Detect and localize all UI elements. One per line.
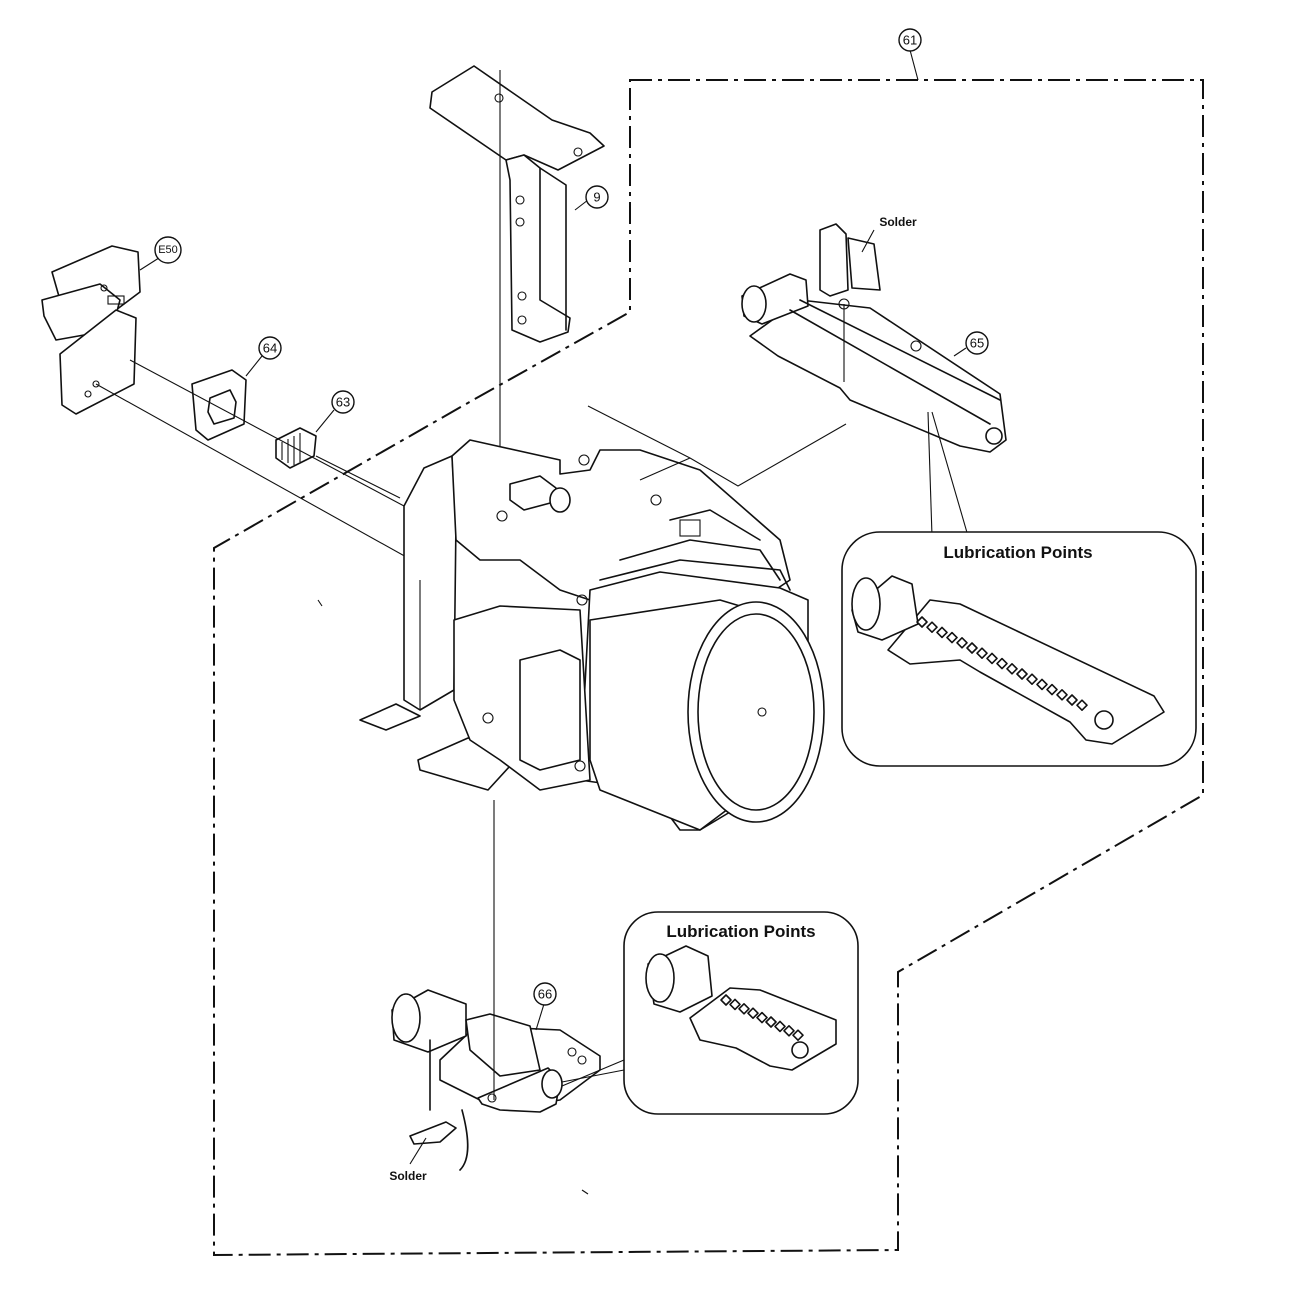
lubrication-point [956,637,968,649]
part-66-motor-assembly [391,800,601,1171]
solder-label-top: Solder [879,215,917,229]
lubrication-point [747,1007,759,1019]
lubrication-teeth-top [916,616,1088,711]
lubrication-panel-top: Lubrication Points [841,531,1197,767]
lubrication-point [1006,663,1018,675]
lubrication-point [756,1011,768,1024]
lubrication-point [792,1029,804,1041]
callout-e50-text: E50 [158,244,178,256]
callout-66-text: 66 [538,987,552,1002]
part-65-motor-assembly [741,223,1007,453]
lubrication-title-top: Lubrication Points [943,543,1092,562]
lubrication-point [916,616,928,628]
part-9-bracket [429,65,605,343]
lubrication-point [1056,689,1068,701]
lubrication-point [1036,678,1048,691]
callout-9-text: 9 [593,190,600,205]
lubrication-point [926,621,938,633]
callout-e50: E50 [154,236,182,264]
lubrication-point [783,1025,795,1037]
lubrication-point [986,652,998,665]
callout-61: 61 [898,28,922,52]
lubrication-point [936,626,948,639]
lubrication-point [1076,699,1088,711]
lubrication-point [774,1020,786,1033]
lubrication-point [976,647,988,659]
lubrication-point [729,998,741,1011]
lubrication-point [720,994,732,1006]
lubrication-title-bottom: Lubrication Points [666,922,815,941]
part-e50-bracket [41,245,141,415]
callout-66: 66 [533,982,557,1006]
lubrication-point [1066,694,1078,706]
callout-61-text: 61 [903,33,917,48]
callout-64: 64 [258,336,282,360]
callout-9: 9 [585,185,609,209]
lubrication-point [1026,673,1038,685]
solder-label-bottom: Solder [389,1169,427,1183]
lubrication-point [1016,668,1028,680]
lubrication-point [946,631,958,644]
part-64-gasket [191,369,247,441]
camera-lens-unit [359,439,825,831]
lubrication-point [996,657,1008,670]
lubrication-point [1046,683,1058,696]
callout-63: 63 [331,390,355,414]
callout-63-text: 63 [336,395,350,410]
lubrication-teeth-bottom [720,994,804,1041]
assembly-61-boundary [213,79,1204,1257]
lubrication-panel-bottom: Lubrication Points [623,911,859,1115]
lubrication-point [738,1003,750,1015]
callout-65-text: 65 [970,336,984,351]
lubrication-point [765,1016,777,1028]
callout-65: 65 [965,331,989,355]
callout-64-text: 64 [263,341,277,356]
lubrication-point [966,642,978,654]
